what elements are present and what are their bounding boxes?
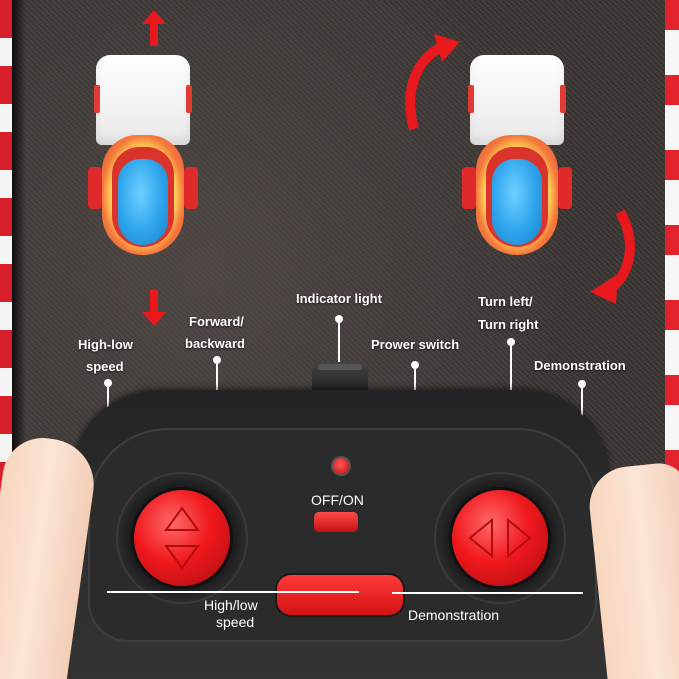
turn-label-2: Turn right <box>478 317 539 332</box>
high-low-speed-label-1: High-low <box>78 337 133 352</box>
car-turn <box>462 55 572 255</box>
forward-backward-joystick[interactable] <box>134 490 230 586</box>
callout-line <box>392 592 583 594</box>
wheel <box>558 167 572 209</box>
high-low-speed-bottom-label-1: High/low <box>204 597 258 613</box>
driver-helmet <box>118 159 168 245</box>
forward-backward-label-1: Forward/ <box>189 314 244 329</box>
car-hood <box>96 55 190 145</box>
curved-arrow-icon <box>590 209 635 304</box>
up-down-triangles-icon <box>164 506 200 570</box>
indicator-light <box>333 458 349 474</box>
turn-joystick[interactable] <box>452 490 548 586</box>
wheel <box>462 167 476 209</box>
hood-tab <box>94 85 100 113</box>
antenna-highlight <box>318 364 362 370</box>
hood-tab <box>468 85 474 113</box>
speed-demo-button[interactable] <box>277 575 403 615</box>
high-low-speed-label-2: speed <box>86 359 124 374</box>
hood-tab <box>560 85 566 113</box>
arrow-up-icon <box>142 10 166 46</box>
curved-arrow-icon <box>405 34 460 131</box>
callout-line <box>107 591 359 593</box>
wheel <box>184 167 198 209</box>
indicator-light-label: Indicator light <box>296 291 382 306</box>
left-right-triangles-icon <box>468 517 532 559</box>
power-switch-label: Prower switch <box>371 337 460 352</box>
wheel <box>88 167 102 209</box>
arrow-down-icon <box>142 290 166 326</box>
off-on-label: OFF/ON <box>311 492 364 508</box>
power-switch[interactable] <box>314 512 358 532</box>
turn-label-1: Turn left/ <box>478 294 533 309</box>
driver-helmet <box>492 159 542 245</box>
car-hood <box>470 55 564 145</box>
demonstration-label-top: Demonstration <box>534 358 626 373</box>
hood-tab <box>186 85 192 113</box>
car-forward-backward <box>88 55 198 255</box>
high-low-speed-bottom-label-2: speed <box>216 614 255 630</box>
demonstration-bottom-label: Demonstration <box>408 607 500 623</box>
forward-backward-label-2: backward <box>185 336 245 351</box>
